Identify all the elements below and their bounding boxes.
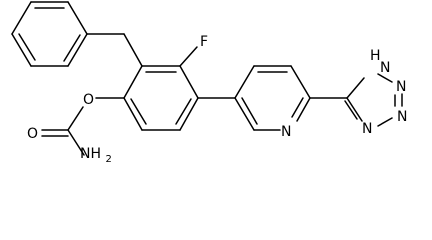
bond bbox=[296, 97, 311, 122]
bond bbox=[11, 1, 32, 35]
structure-canvas: F O O NH 2 N H N N N N bbox=[11, 1, 407, 165]
bond-o-c bbox=[67, 106, 84, 131]
benzyl-phenyl-ring bbox=[11, 1, 88, 67]
bond bbox=[123, 65, 143, 99]
bond bbox=[377, 117, 393, 127]
bond bbox=[179, 65, 199, 99]
tetrazole-n1-label: N bbox=[380, 60, 390, 76]
fluorine-label: F bbox=[200, 34, 208, 50]
bond bbox=[234, 97, 255, 131]
bond-inner bbox=[130, 98, 147, 125]
bond-inner bbox=[18, 33, 36, 61]
bond bbox=[290, 65, 311, 99]
bond-ch2-aryl bbox=[123, 33, 143, 67]
bond-c-f bbox=[179, 46, 198, 67]
bond-inner bbox=[344, 100, 358, 120]
amine-label: NH 2 bbox=[80, 146, 112, 165]
bond-inner bbox=[63, 34, 81, 62]
central-benzene-ring bbox=[123, 65, 199, 131]
tetrazole-n4-label: N bbox=[362, 121, 372, 137]
bond bbox=[67, 33, 88, 67]
tetrazole-nh-h-label: H bbox=[370, 48, 381, 64]
bond-c-n bbox=[67, 129, 85, 156]
bond bbox=[11, 33, 32, 67]
pyridine-ring bbox=[234, 65, 311, 131]
molecule-structure: F O O NH 2 N H N N N N bbox=[11, 1, 407, 165]
tetrazole-ring bbox=[344, 73, 403, 127]
amine-text: NH bbox=[80, 146, 101, 162]
bond-inner bbox=[175, 98, 192, 125]
tetrazole-n3-label: N bbox=[397, 109, 407, 125]
bond bbox=[346, 77, 365, 99]
bond bbox=[123, 97, 143, 131]
bond-inner bbox=[241, 97, 258, 125]
amine-subscript: 2 bbox=[105, 154, 111, 165]
bond bbox=[179, 97, 199, 131]
carbonyl-oxygen-label: O bbox=[27, 126, 38, 142]
bond bbox=[67, 1, 88, 35]
ester-oxygen-label: O bbox=[83, 92, 94, 108]
pyridine-nitrogen-label: N bbox=[281, 124, 291, 140]
bond-inner bbox=[291, 97, 304, 118]
tetrazole-n2-label: N bbox=[396, 79, 406, 95]
bond bbox=[346, 97, 363, 122]
bond bbox=[234, 65, 255, 99]
bond bbox=[377, 73, 393, 83]
